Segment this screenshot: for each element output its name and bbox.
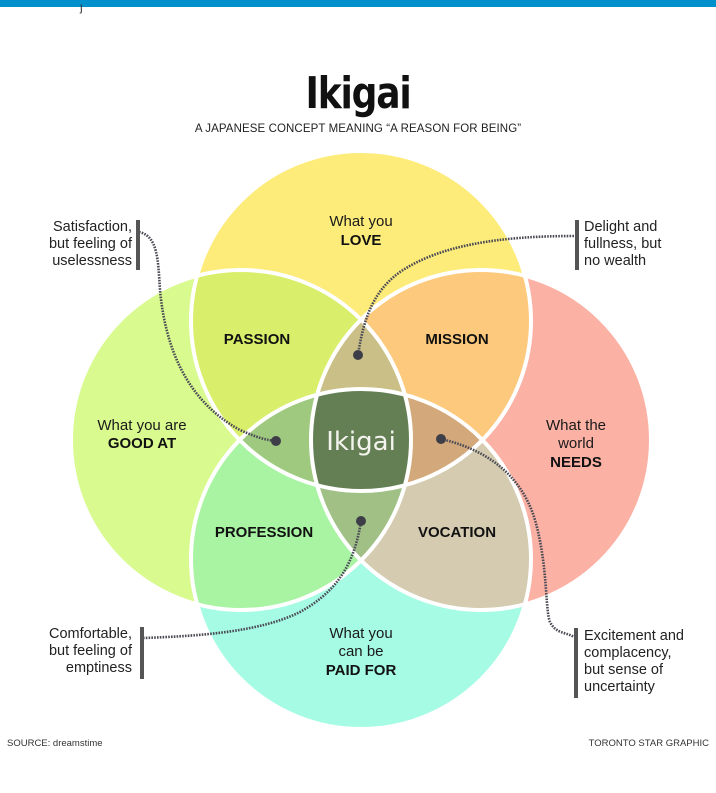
diagram-title: Ikigai xyxy=(305,68,412,119)
annotation-line: Satisfaction, xyxy=(53,219,132,235)
annotation-bar-bottom-right xyxy=(574,628,578,698)
outline-needs xyxy=(309,268,653,612)
diagram-subtitle: A JAPANESE CONCEPT MEANING “A REASON FOR… xyxy=(194,123,522,135)
good-at-label-line1: What you are xyxy=(97,417,186,434)
connector-bottom-left xyxy=(142,520,363,640)
needs-label-line3: NEEDS xyxy=(550,454,602,471)
annotation-line: but sense of xyxy=(584,662,663,678)
annotation-line: uncertainty xyxy=(584,679,655,695)
annotation-delight: Delight and fullness, but no wealth xyxy=(584,219,714,270)
connector-lines xyxy=(138,230,575,640)
cropped-text-fragment: ȷ xyxy=(80,0,83,14)
top-accent-bar xyxy=(0,0,716,7)
dot-left xyxy=(271,436,281,446)
outline-love xyxy=(189,149,533,493)
annotation-line: but feeling of xyxy=(48,236,132,252)
annotation-line: Delight and xyxy=(584,219,658,235)
connector-bottom-right xyxy=(440,437,575,639)
ikigai-center-label: Ikigai xyxy=(326,427,396,457)
circle-outlines xyxy=(69,149,653,731)
dot-right xyxy=(436,434,446,444)
annotation-bar-top-left xyxy=(136,220,140,270)
outline-good-at xyxy=(69,268,413,612)
paid-for-label-line3: PAID FOR xyxy=(326,662,397,679)
love-label-line2: LOVE xyxy=(341,232,382,249)
annotation-line: but feeling of xyxy=(48,643,132,659)
annotation-excitement: Excitement and complacency, but sense of… xyxy=(584,628,716,696)
annotation-satisfaction: Satisfaction, but feeling of uselessness xyxy=(14,219,132,270)
annotation-comfortable: Comfortable, but feeling of emptiness xyxy=(14,626,132,677)
source-credit: SOURCE: dreamstime xyxy=(7,738,103,749)
paid-for-label-line1: What you xyxy=(329,625,392,642)
annotation-line: uselessness xyxy=(52,253,132,269)
outline-paid-for xyxy=(189,387,533,731)
annotation-line: fullness, but xyxy=(584,236,662,252)
needs-label-line1: What the xyxy=(546,417,606,434)
paid-for-label-line2: can be xyxy=(338,643,383,660)
good-at-label-line2: GOOD AT xyxy=(108,435,176,452)
graphic-credit: TORONTO STAR GRAPHIC xyxy=(588,738,709,749)
connector-top-left xyxy=(138,230,277,443)
connector-top-right xyxy=(356,234,575,356)
annotation-line: Comfortable, xyxy=(48,626,132,642)
annotation-bar-top-right xyxy=(575,220,579,270)
annotation-line: complacency, xyxy=(584,645,672,661)
needs-label-line2: world xyxy=(557,435,594,452)
mission-label: MISSION xyxy=(425,331,488,348)
annotation-line: emptiness xyxy=(65,660,132,676)
annotation-line: no wealth xyxy=(584,253,647,269)
annotation-line: Excitement and xyxy=(584,628,684,644)
annotation-bar-bottom-left xyxy=(140,627,144,679)
passion-label: PASSION xyxy=(224,331,290,348)
profession-label: PROFESSION xyxy=(215,524,313,541)
connector-dots xyxy=(271,350,446,526)
love-label-line1: What you xyxy=(329,213,392,230)
vocation-label: VOCATION xyxy=(418,524,496,541)
dot-bottom xyxy=(356,516,366,526)
dot-top xyxy=(353,350,363,360)
